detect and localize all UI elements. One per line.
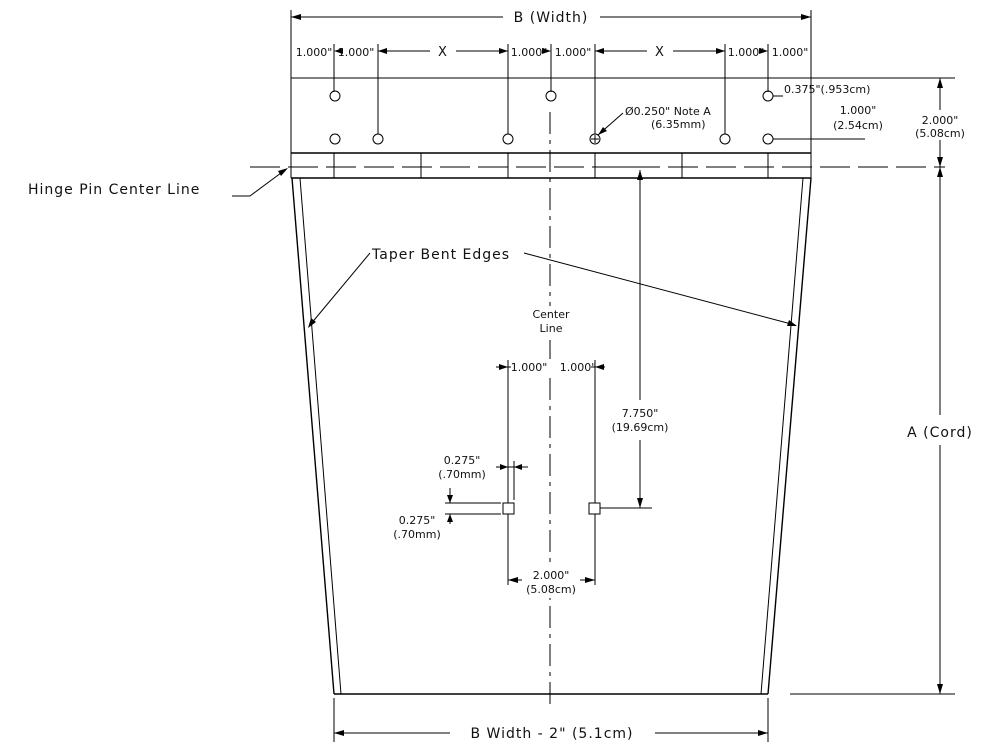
- hole: [329, 90, 341, 102]
- hole: [762, 133, 774, 145]
- hole: [372, 133, 384, 145]
- hole: [502, 133, 514, 145]
- center-line-callout: Center Line: [520, 306, 580, 338]
- taper-edges-callout: Taper Bent Edges: [308, 247, 797, 328]
- row-offset-cm-label: (2.54cm): [833, 119, 883, 132]
- pitch-label: 1.000": [772, 46, 809, 59]
- slot: [502, 502, 515, 515]
- hole: [329, 133, 341, 145]
- hole: [719, 133, 731, 145]
- slot-spacing-label: 2.000": [533, 569, 570, 582]
- center-line-label-1: Center: [532, 308, 570, 321]
- slot-offset-label: 1.000": [511, 361, 548, 374]
- slot-offset-dimensions: 1.000" 1.000": [496, 359, 605, 505]
- x-spacing-label: X: [438, 45, 448, 60]
- taper-edges-label: Taper Bent Edges: [371, 247, 510, 263]
- cord-dimension: A (Cord): [790, 167, 973, 695]
- hole-spacing-dimensions: 1.000" 1.000" X 1.000" 1.000" X 1.000" 1…: [296, 44, 809, 134]
- edge-offset-label: 0.375"(.953cm): [784, 83, 870, 96]
- pitch-label: 1.000": [511, 46, 548, 59]
- hole-diameter-label: Ø0.250" Note A: [625, 105, 711, 118]
- plate-height-cm-label: (5.08cm): [915, 127, 965, 140]
- slot-height-mm-label: (.70mm): [393, 528, 441, 541]
- pitch-label: 1.000": [555, 46, 592, 59]
- pitch-label: 1.000": [296, 46, 333, 59]
- slot-width-label: 0.275": [444, 454, 481, 467]
- plate-height-label: 2.000": [922, 114, 959, 127]
- slot-size-dimensions: 0.275" (.70mm) 0.275" (.70mm): [393, 454, 528, 541]
- plate-height-dimension: 2.000" (5.08cm): [811, 77, 965, 167]
- cord-label: A (Cord): [907, 425, 973, 441]
- hole-diameter-mm-label: (6.35mm): [651, 118, 706, 131]
- slot-spacing-cm-label: (5.08cm): [526, 583, 576, 596]
- slot: [588, 502, 601, 515]
- pitch-label: 1.000": [728, 46, 765, 59]
- bottom-width-dimension: B Width - 2" (5.1cm): [333, 698, 769, 742]
- slot-distance-cm-label: (19.69cm): [612, 421, 669, 434]
- slot-width-mm-label: (.70mm): [438, 468, 486, 481]
- slot-spacing-dimension: 2.000" (5.08cm): [507, 514, 596, 598]
- hole-diameter-callout: Ø0.250" Note A (6.35mm): [597, 105, 711, 136]
- slot-offset-label: 1.000": [560, 361, 597, 374]
- hinge-pin-callout: Hinge Pin Center Line: [28, 168, 288, 198]
- slot-height-label: 0.275": [399, 514, 436, 527]
- hole: [762, 90, 774, 102]
- width-label: B (Width): [514, 10, 589, 26]
- bottom-width-label: B Width - 2" (5.1cm): [470, 726, 633, 742]
- mounting-holes: [329, 90, 774, 145]
- hinge-pin-label: Hinge Pin Center Line: [28, 182, 200, 198]
- slot-distance-dimension: 7.750" (19.69cm): [598, 166, 669, 509]
- hole: [545, 90, 557, 102]
- pitch-label: 1.000": [338, 46, 375, 59]
- tapered-tab-outline: [291, 177, 812, 695]
- x-spacing-label: X: [655, 45, 665, 60]
- edge-offset-callouts: 0.375"(.953cm) 1.000" (2.54cm): [773, 83, 883, 140]
- row-offset-label: 1.000": [840, 104, 877, 117]
- width-dimension: B (Width): [290, 10, 812, 78]
- center-line-label-2: Line: [540, 322, 563, 335]
- slot-distance-label: 7.750": [622, 407, 659, 420]
